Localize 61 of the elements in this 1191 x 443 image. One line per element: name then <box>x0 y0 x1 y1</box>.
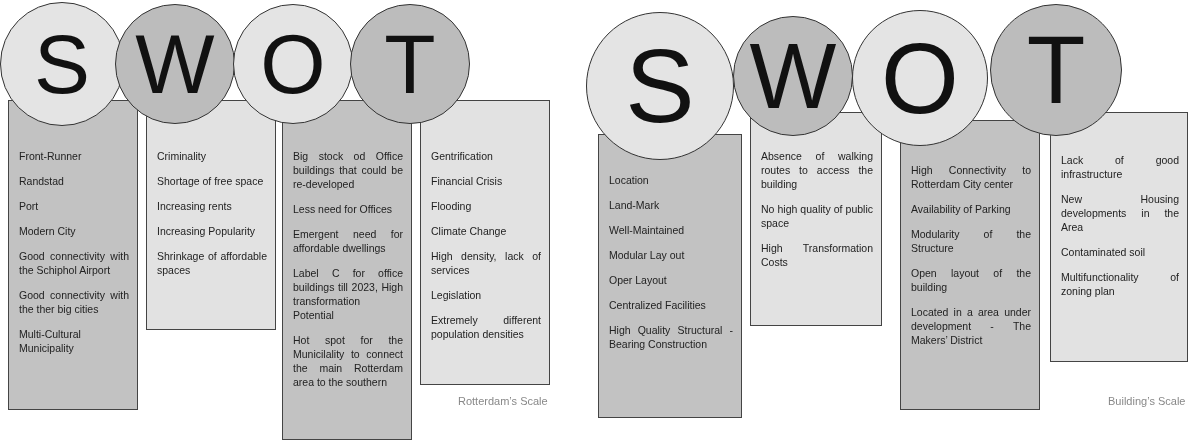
factor-text: Front-Runner <box>19 149 83 163</box>
factor-text: New Housing developments in the Area <box>1061 192 1179 234</box>
factor-panel <box>8 100 138 410</box>
factor-text: Shrinkage of affordable spaces <box>157 249 267 277</box>
factor-text: Label C for office buildings till 2023, High transformation Potential <box>293 266 403 322</box>
factor-text: Increasing Popularity <box>157 224 257 238</box>
factor-text: High density, lack of services <box>431 249 541 277</box>
factor-panel <box>1050 112 1188 362</box>
swot-letter: W <box>749 30 837 122</box>
factor-text: Climate Change <box>431 224 508 238</box>
factor-text: High Transformation Costs <box>761 241 873 269</box>
factor-text: Financial Crisis <box>431 174 504 188</box>
factor-text: Criminality <box>157 149 207 163</box>
factor-text: Modern City <box>19 224 77 238</box>
factor-text: Absence of walking routes to access the building <box>761 149 873 191</box>
factor-text: Gentrification <box>431 149 494 163</box>
factor-text: No high quality of public space <box>761 202 873 230</box>
swot-letter: O <box>881 28 959 128</box>
factor-text: Centralized Facilities <box>609 298 707 312</box>
swot-letter: W <box>135 22 215 106</box>
factor-text: Good connectivity with the Schiphol Airport <box>19 249 129 277</box>
swot-letter: T <box>1026 22 1086 118</box>
factor-text: Lack of good infrastructure <box>1061 153 1179 181</box>
factor-text: Open layout of the building <box>911 266 1031 294</box>
factor-text: Modularity of the Structure <box>911 227 1031 255</box>
scale-caption: Rotterdam’s Scale <box>458 395 548 407</box>
factor-text: Randstad <box>19 174 65 188</box>
factor-text: Location <box>609 173 650 187</box>
factor-text: Located in a area under development - The Makers’ District <box>911 305 1031 347</box>
factor-text: Less need for Offices <box>293 202 394 216</box>
factor-text: Flooding <box>431 199 473 213</box>
factor-text: Contaminated soil <box>1061 245 1147 259</box>
factor-text: Multi-Cultural Municipality <box>19 327 82 355</box>
factor-text: Port <box>19 199 40 213</box>
factor-text: Emergent need for affordable dwellings <box>293 227 403 255</box>
factor-text: Shortage of free space <box>157 174 265 188</box>
factor-text: Modular Lay out <box>609 248 686 262</box>
factor-panel <box>282 100 412 440</box>
swot-letter: O <box>260 22 326 106</box>
factor-text: Land-Mark <box>609 198 661 212</box>
factor-text: Well-Maintained <box>609 223 686 237</box>
factor-text: Big stock od Office buildings that could be re-developed <box>293 149 403 191</box>
factor-text: Good connectivity with the ther big cities <box>19 288 129 316</box>
factor-text: High Connectivity to Rotterdam City center <box>911 163 1031 191</box>
swot-letter: T <box>384 22 436 106</box>
factor-panel <box>146 100 276 330</box>
factor-text: Availability of Parking <box>911 202 1012 216</box>
factor-text: High Quality Structural - Bearing Construction <box>609 323 733 351</box>
factor-text: Extremely different population densities <box>431 313 541 341</box>
factor-panel <box>598 134 742 418</box>
swot-letter: S <box>34 22 90 106</box>
factor-panel <box>750 112 882 326</box>
factor-panel <box>420 100 550 385</box>
factor-text: Legislation <box>431 288 483 302</box>
factor-panel <box>900 120 1040 410</box>
factor-text: Oper Layout <box>609 273 668 287</box>
factor-text: Increasing rents <box>157 199 233 213</box>
swot-letter: S <box>625 34 695 138</box>
factor-text: Hot spot for the Municilality to connect the main Rotterdam area to the southern <box>293 333 403 389</box>
scale-caption: Building’s Scale <box>1108 395 1186 407</box>
factor-text: Multifunctionality of zoning plan <box>1061 270 1179 298</box>
